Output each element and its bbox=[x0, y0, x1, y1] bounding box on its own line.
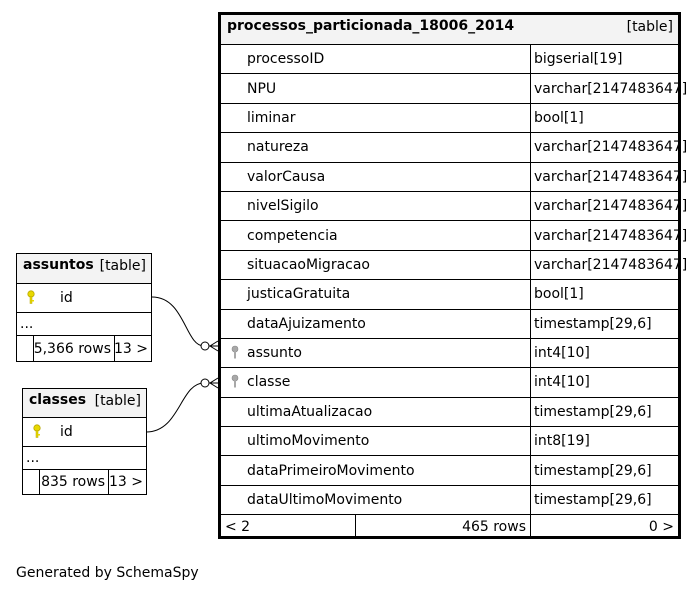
column-name: classe bbox=[247, 374, 291, 391]
column-name: dataPrimeiroMovimento bbox=[247, 462, 415, 479]
column-name: assunto bbox=[247, 345, 302, 362]
column-name: dataUltimoMovimento bbox=[247, 492, 403, 509]
column-type: varchar[2147483647] bbox=[534, 80, 688, 97]
column-type: int4[10] bbox=[534, 345, 590, 362]
column-row[interactable]: competencia varchar[2147483647] bbox=[221, 220, 688, 250]
column-name: id bbox=[60, 424, 73, 440]
foreign-key-icon bbox=[231, 374, 239, 388]
column-row[interactable]: id bbox=[17, 283, 151, 312]
column-name: ultimoMovimento bbox=[247, 433, 370, 450]
generated-by-credit: Generated by SchemaSpy bbox=[16, 565, 199, 581]
column-name: dataAjuizamento bbox=[247, 315, 366, 332]
column-row[interactable]: justicaGratuita bool[1] bbox=[221, 279, 678, 309]
column-type: bigserial[19] bbox=[534, 51, 623, 68]
more-columns: ... bbox=[23, 446, 146, 469]
column-type: varchar[2147483647] bbox=[534, 198, 688, 215]
column-type: bool[1] bbox=[534, 286, 584, 303]
column-row[interactable]: natureza varchar[2147483647] bbox=[221, 132, 688, 162]
foreign-key-icon bbox=[231, 345, 239, 359]
column-name: valorCausa bbox=[247, 168, 326, 185]
table-classes[interactable]: classes [table] id ... 835 rows 13 > bbox=[22, 388, 147, 495]
column-name: justicaGratuita bbox=[247, 286, 351, 303]
column-type: timestamp[29,6] bbox=[534, 492, 652, 509]
row-count: 465 rows bbox=[462, 518, 526, 535]
table-header: assuntos [table] bbox=[17, 254, 151, 283]
column-row[interactable]: processoID bigserial[19] bbox=[221, 44, 678, 74]
column-row[interactable]: id bbox=[23, 417, 146, 446]
column-name: NPU bbox=[247, 80, 277, 97]
column-type: timestamp[29,6] bbox=[534, 315, 652, 332]
column-row[interactable]: valorCausa varchar[2147483647] bbox=[221, 161, 688, 191]
column-name: liminar bbox=[247, 109, 296, 126]
column-type: timestamp[29,6] bbox=[534, 403, 652, 420]
link-classes-zero-circle bbox=[200, 378, 210, 388]
column-row[interactable]: nivelSigilo varchar[2147483647] bbox=[221, 190, 688, 221]
column-row[interactable]: situacaoMigracao varchar[2147483647] bbox=[221, 249, 688, 280]
link-assuntos-to-assunto bbox=[151, 296, 218, 347]
children-count[interactable]: 13 > bbox=[114, 340, 148, 357]
table-header: classes [table] bbox=[23, 389, 146, 417]
column-name: competencia bbox=[247, 227, 338, 244]
table-footer: 835 rows 13 > bbox=[23, 469, 146, 494]
table-processos-particionada[interactable]: processos_particionada_18006_2014 [table… bbox=[218, 12, 688, 539]
column-row[interactable]: dataPrimeiroMovimento timestamp[29,6] bbox=[221, 455, 678, 485]
table-header: processos_particionada_18006_2014 [table… bbox=[221, 15, 678, 44]
column-name: processoID bbox=[247, 51, 325, 68]
column-type: varchar[2147483647] bbox=[534, 256, 688, 273]
ellipsis: ... bbox=[20, 316, 34, 332]
column-row[interactable]: NPU varchar[2147483647] bbox=[221, 73, 688, 103]
column-type: varchar[2147483647] bbox=[534, 168, 688, 185]
table-name: classes bbox=[29, 392, 87, 408]
primary-key-icon bbox=[27, 290, 35, 304]
column-type: int4[10] bbox=[534, 374, 590, 391]
column-name: id bbox=[60, 290, 73, 306]
row-count: 835 rows bbox=[41, 474, 105, 490]
column-name: nivelSigilo bbox=[247, 198, 319, 215]
column-type: varchar[2147483647] bbox=[534, 227, 688, 244]
link-assuntos-crowsfoot bbox=[209, 340, 219, 352]
column-name: ultimaAtualizacao bbox=[247, 403, 373, 420]
column-type: int8[19] bbox=[534, 433, 590, 450]
table-type-tag: [table] bbox=[626, 19, 673, 35]
column-name: natureza bbox=[247, 139, 309, 156]
table-type-tag: [table] bbox=[94, 393, 141, 409]
column-row[interactable]: dataUltimoMovimento timestamp[29,6] bbox=[221, 484, 678, 515]
parents-count[interactable]: < 2 bbox=[225, 518, 251, 535]
children-count[interactable]: 0 > bbox=[648, 518, 674, 535]
primary-key-icon bbox=[33, 424, 41, 438]
table-name: assuntos bbox=[23, 257, 94, 273]
column-type: timestamp[29,6] bbox=[534, 462, 652, 479]
link-classes-crowsfoot bbox=[209, 377, 219, 389]
column-row[interactable]: ultimoMovimento int8[19] bbox=[221, 426, 678, 456]
column-type: bool[1] bbox=[534, 109, 584, 126]
ellipsis: ... bbox=[26, 450, 40, 466]
table-name: processos_particionada_18006_2014 bbox=[227, 18, 515, 34]
column-row[interactable]: ultimaAtualizacao timestamp[29,6] bbox=[221, 396, 678, 427]
row-count: 5,366 rows bbox=[33, 340, 111, 357]
link-classes-to-classe bbox=[145, 382, 218, 433]
table-assuntos[interactable]: assuntos [table] id ... 5,366 rows 13 > bbox=[16, 253, 152, 362]
table-footer: < 2 465 rows 0 > bbox=[221, 514, 678, 539]
table-type-tag: [table] bbox=[99, 258, 146, 274]
column-row[interactable]: dataAjuizamento timestamp[29,6] bbox=[221, 308, 678, 338]
table-footer: 5,366 rows 13 > bbox=[17, 335, 151, 361]
column-type: varchar[2147483647] bbox=[534, 139, 688, 156]
column-list: processoID bigserial[19] NPU varchar[214748… bbox=[221, 44, 688, 515]
link-assuntos-zero-circle bbox=[200, 341, 210, 351]
children-count[interactable]: 13 > bbox=[109, 474, 143, 490]
more-columns: ... bbox=[17, 312, 151, 335]
column-row[interactable]: liminar bool[1] bbox=[221, 102, 678, 133]
column-row[interactable]: classe int4[10] bbox=[221, 367, 678, 397]
column-name: situacaoMigracao bbox=[247, 256, 370, 273]
column-row[interactable]: assunto int4[10] bbox=[221, 337, 678, 368]
